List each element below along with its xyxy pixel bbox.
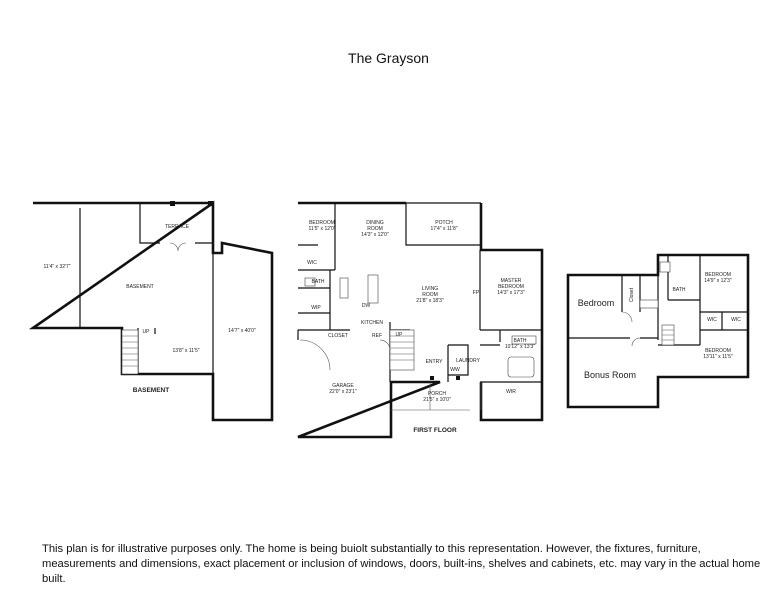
ff-potch-dim: 17'4" x 11'8" (430, 226, 457, 232)
ff-kitchen-label: KITCHEN (361, 320, 383, 326)
sf-bonus-room-label: Bonus Room (584, 370, 636, 380)
sf-bedroom-left-label: Bedroom (578, 298, 615, 308)
ff-dining-label: DINING (366, 220, 384, 226)
ff-stairs-up: UP (396, 332, 404, 338)
ff-laundry-label: LAUNDRY (456, 358, 480, 364)
first-floor-heading: FIRST FLOOR (413, 427, 457, 434)
sf-bedroom-bot-dim: 13'11" x 11'5" (703, 354, 733, 360)
basement-plan: TERRACE BASEMENT 11'4" x 32'7" 13'8" x 1… (28, 200, 274, 422)
second-floor-sink (659, 261, 671, 273)
ff-living-label: LIVING (422, 286, 439, 292)
ff-dw-label: DW (362, 303, 371, 309)
first-floor-plan: BEDROOM 11'5" x 12'0" DINING ROOM 14'3" … (297, 201, 544, 439)
ff-entry-label: ENTRY (426, 359, 444, 365)
basement-outer-wall (28, 200, 274, 422)
ff-potch-label: POTCH (435, 220, 453, 226)
ff-ref-label: REF (372, 333, 382, 339)
first-floor-potch-wall (405, 202, 481, 246)
ff-garage-dim: 22'0" x 23'1" (329, 389, 357, 395)
second-floor-outer-wall (566, 253, 750, 409)
basement-terrace-label: TERRACE (165, 224, 190, 230)
ff-garage-label: GARAGE (332, 383, 354, 389)
ff-wir-label: WIR (506, 389, 516, 395)
basement-terrace-wall (139, 203, 213, 244)
ff-living-label-2: ROOM (422, 292, 438, 298)
kitchen-island (367, 274, 379, 304)
ff-bedroom-label: BEDROOM (309, 220, 335, 226)
ff-bedroom-dim: 11'5" x 12'0" (308, 226, 335, 232)
ff-wic-label: WIC (307, 260, 317, 266)
ff-porch-dim: 21'5" x 10'0" (423, 397, 451, 403)
ff-living-dim: 21'8" x 18'3" (416, 298, 444, 304)
sf-wic-1-label: WIC (707, 317, 717, 323)
sf-bath-label: BATH (673, 287, 686, 293)
disclaimer-text: This plan is for illustrative purposes o… (42, 543, 761, 585)
basement-dim-left: 11'4" x 32'7" (43, 264, 70, 270)
first-floor-outer-wall (297, 201, 544, 439)
sf-closet-label: Closet (629, 287, 635, 302)
ff-dining-label-2: ROOM (367, 226, 383, 232)
sf-wic-2-label: WIC (731, 317, 741, 323)
ff-ww-label: WW (450, 367, 460, 373)
ff-master-label-2: BEDROOM (498, 284, 524, 290)
ff-master-dim: 14'3" x 17'3" (497, 290, 525, 296)
ff-porch-label: PORCH (428, 391, 446, 397)
basement-stairs (121, 329, 139, 375)
basement-stairs-up: UP (143, 329, 151, 335)
ff-bath-label: BATH (312, 279, 325, 285)
basement-dim-mid: 13'8" x 11'5" (172, 348, 199, 354)
basement-heading: BASEMENT (133, 387, 170, 394)
master-tub (507, 356, 535, 378)
floor-plan-drawing: TERRACE BASEMENT 11'4" x 32'7" 13'8" x 1… (28, 200, 750, 439)
ff-fp-label: FP (473, 290, 480, 296)
plan-title: The Grayson (348, 50, 429, 66)
first-floor-stairs (389, 329, 415, 371)
ff-dining-dim: 14'3" x 12'0" (361, 232, 389, 238)
ff-master-bath-dim: 10'12" x 13'3" (505, 344, 535, 350)
ff-closet-label: CLOSET (328, 333, 348, 339)
ff-wip-label: WIP (311, 305, 321, 311)
basement-dim-right: 14'7" x 40'0" (228, 328, 256, 334)
second-floor-plan: Bedroom Closet Bonus Room BATH BEDROOM 1… (566, 253, 750, 409)
sf-bedroom-top-dim: 14'9" x 12'3" (704, 278, 732, 284)
ff-master-label: MASTER (501, 278, 522, 284)
basement-main-label: BASEMENT (126, 284, 154, 290)
sf-bedroom-bot-label: BEDROOM (705, 348, 731, 354)
sf-bedroom-top-label: BEDROOM (705, 272, 731, 278)
ff-master-bath-label: BATH (514, 338, 527, 344)
